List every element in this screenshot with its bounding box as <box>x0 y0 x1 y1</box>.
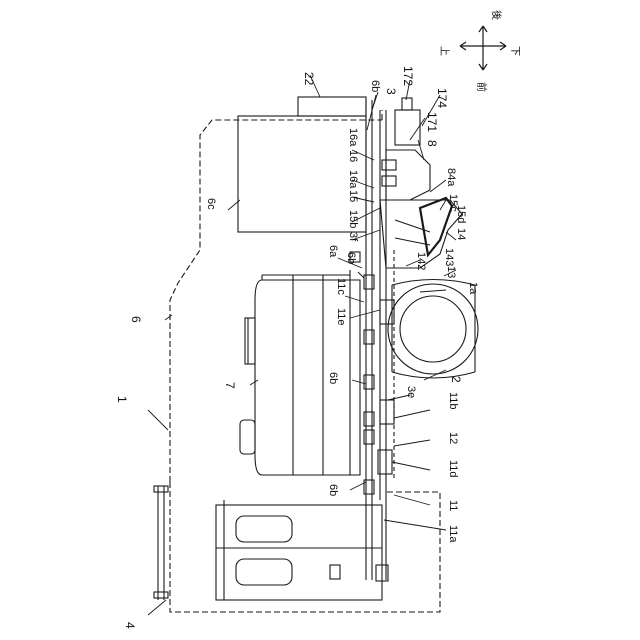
cabin-4 <box>170 482 440 612</box>
step-1 <box>236 516 292 542</box>
label-6: 6 <box>129 316 143 323</box>
label-11: 11 <box>447 500 459 511</box>
label-6c: 6c <box>205 198 217 210</box>
label-1: 1 <box>115 396 129 403</box>
label-171: 171 <box>425 112 439 132</box>
label-15: 15 <box>347 190 359 202</box>
label-142: 142 <box>415 252 427 270</box>
label-6b-mid: 6b <box>327 372 339 384</box>
label-3f: 3f <box>347 232 359 242</box>
label-6a: 6a <box>327 245 339 258</box>
seat-box-6c <box>238 116 366 232</box>
label-11a: 11a <box>447 525 459 543</box>
label-84a: 84a <box>445 168 457 187</box>
label-6b-top: 6b <box>369 80 381 92</box>
label-8: 8 <box>425 140 439 147</box>
wheel-inner <box>400 296 466 362</box>
direction-left-label: 前 <box>475 82 488 92</box>
direction-up-label: 上 <box>438 46 450 56</box>
direction-down-label: 下 <box>509 46 520 56</box>
label-11e: 11e <box>335 308 347 326</box>
direction-right-label: 後 <box>490 10 503 20</box>
label-16a-low: 16a <box>347 170 359 189</box>
label-174: 174 <box>435 88 449 108</box>
step-2 <box>236 559 292 585</box>
label-22: 22 <box>302 72 316 86</box>
label-172: 172 <box>401 66 415 86</box>
label-1a: 1a <box>467 282 479 295</box>
label-14: 14 <box>455 228 467 240</box>
label-16a-top: 16a <box>347 128 359 147</box>
label-12: 12 <box>447 432 459 444</box>
label-3: 3 <box>384 88 398 95</box>
label-11b: 11b <box>447 392 459 410</box>
wheel-outer <box>388 284 478 374</box>
label-13: 13 <box>445 266 457 278</box>
label-7: 7 <box>223 382 237 389</box>
label-15b: 15b <box>347 210 359 228</box>
labels: 22 6b 3 172 174 171 8 16a 16 16a 15 15b … <box>115 10 520 629</box>
label-143: 143 <box>443 248 455 266</box>
label-15d: 15d <box>455 205 467 223</box>
box-22 <box>298 97 366 116</box>
label-11d: 11d <box>447 460 459 478</box>
label-6b-low: 6b <box>327 484 339 496</box>
direction-cross <box>460 26 506 70</box>
label-2: 2 <box>449 376 463 383</box>
label-4: 4 <box>123 622 137 629</box>
label-3e: 3e <box>405 386 417 398</box>
label-11c: 11c <box>335 278 347 295</box>
label-16: 16 <box>347 150 359 162</box>
label-6b-b: 6b <box>345 252 357 264</box>
